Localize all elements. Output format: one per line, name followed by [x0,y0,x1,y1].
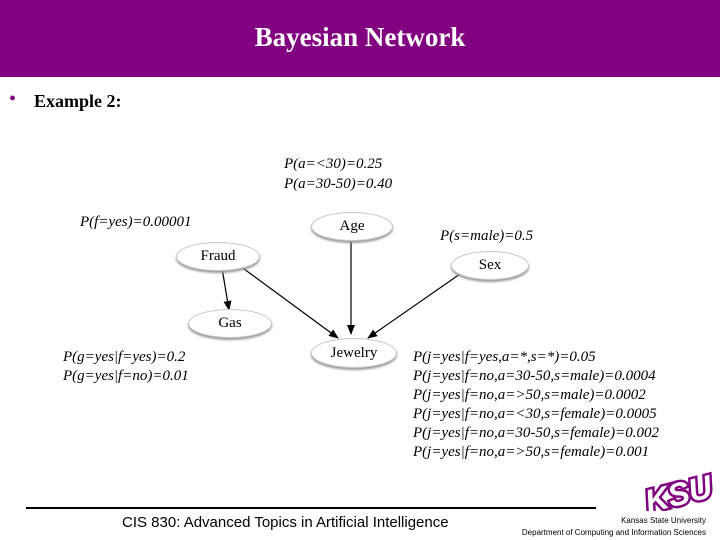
course-title: CIS 830: Advanced Topics in Artificial I… [122,514,449,531]
gas-prob-1: P(g=yes|f=yes)=0.2 [63,349,186,365]
university-name: Kansas State University [621,516,706,525]
node-jewelry: Jewelry [311,338,397,368]
department-name: Department of Computing and Information … [521,528,706,537]
edge-fraud-jewelry [239,265,339,339]
bullet-icon: • [9,88,17,110]
jewelry-prob-6: P(j=yes|f=no,a=>50,s=female)=0.001 [413,444,650,460]
slide-title: Bayesian Network [254,22,466,52]
edge-fraud-gas [221,267,232,311]
sex-prob: P(s=male)=0.5 [440,228,534,244]
node-sex: Sex [451,251,529,280]
jewelry-prob-2: P(j=yes|f=no,a=30-50,s=male)=0.0004 [413,368,656,384]
bullet-text: Example 2: [34,91,122,111]
node-gas: Gas [188,309,272,338]
gas-prob-2: P(g=yes|f=no)=0.01 [63,368,189,384]
node-age: Age [311,212,393,241]
jewelry-prob-5: P(j=yes|f=no,a=30-50,s=female)=0.002 [413,425,659,441]
footer-divider [26,507,596,509]
jewelry-prob-1: P(j=yes|f=yes,a=*,s=*)=0.05 [413,349,596,365]
jewelry-prob-4: P(j=yes|f=no,a=<30,s=female)=0.0005 [413,406,657,422]
age-prob-2: P(a=30-50)=0.40 [284,176,393,192]
fraud-prob: P(f=yes)=0.00001 [80,214,192,230]
node-fraud: Fraud [176,242,260,271]
edge-sex-jewelry [367,273,461,339]
ksu-logo: KSU [640,466,716,511]
title-bar [0,0,720,77]
ksu-logo-text: KSU [641,468,716,511]
jewelry-prob-3: P(j=yes|f=no,a=>50,s=male)=0.0002 [413,387,646,403]
age-prob-1: P(a=<30)=0.25 [284,156,383,172]
